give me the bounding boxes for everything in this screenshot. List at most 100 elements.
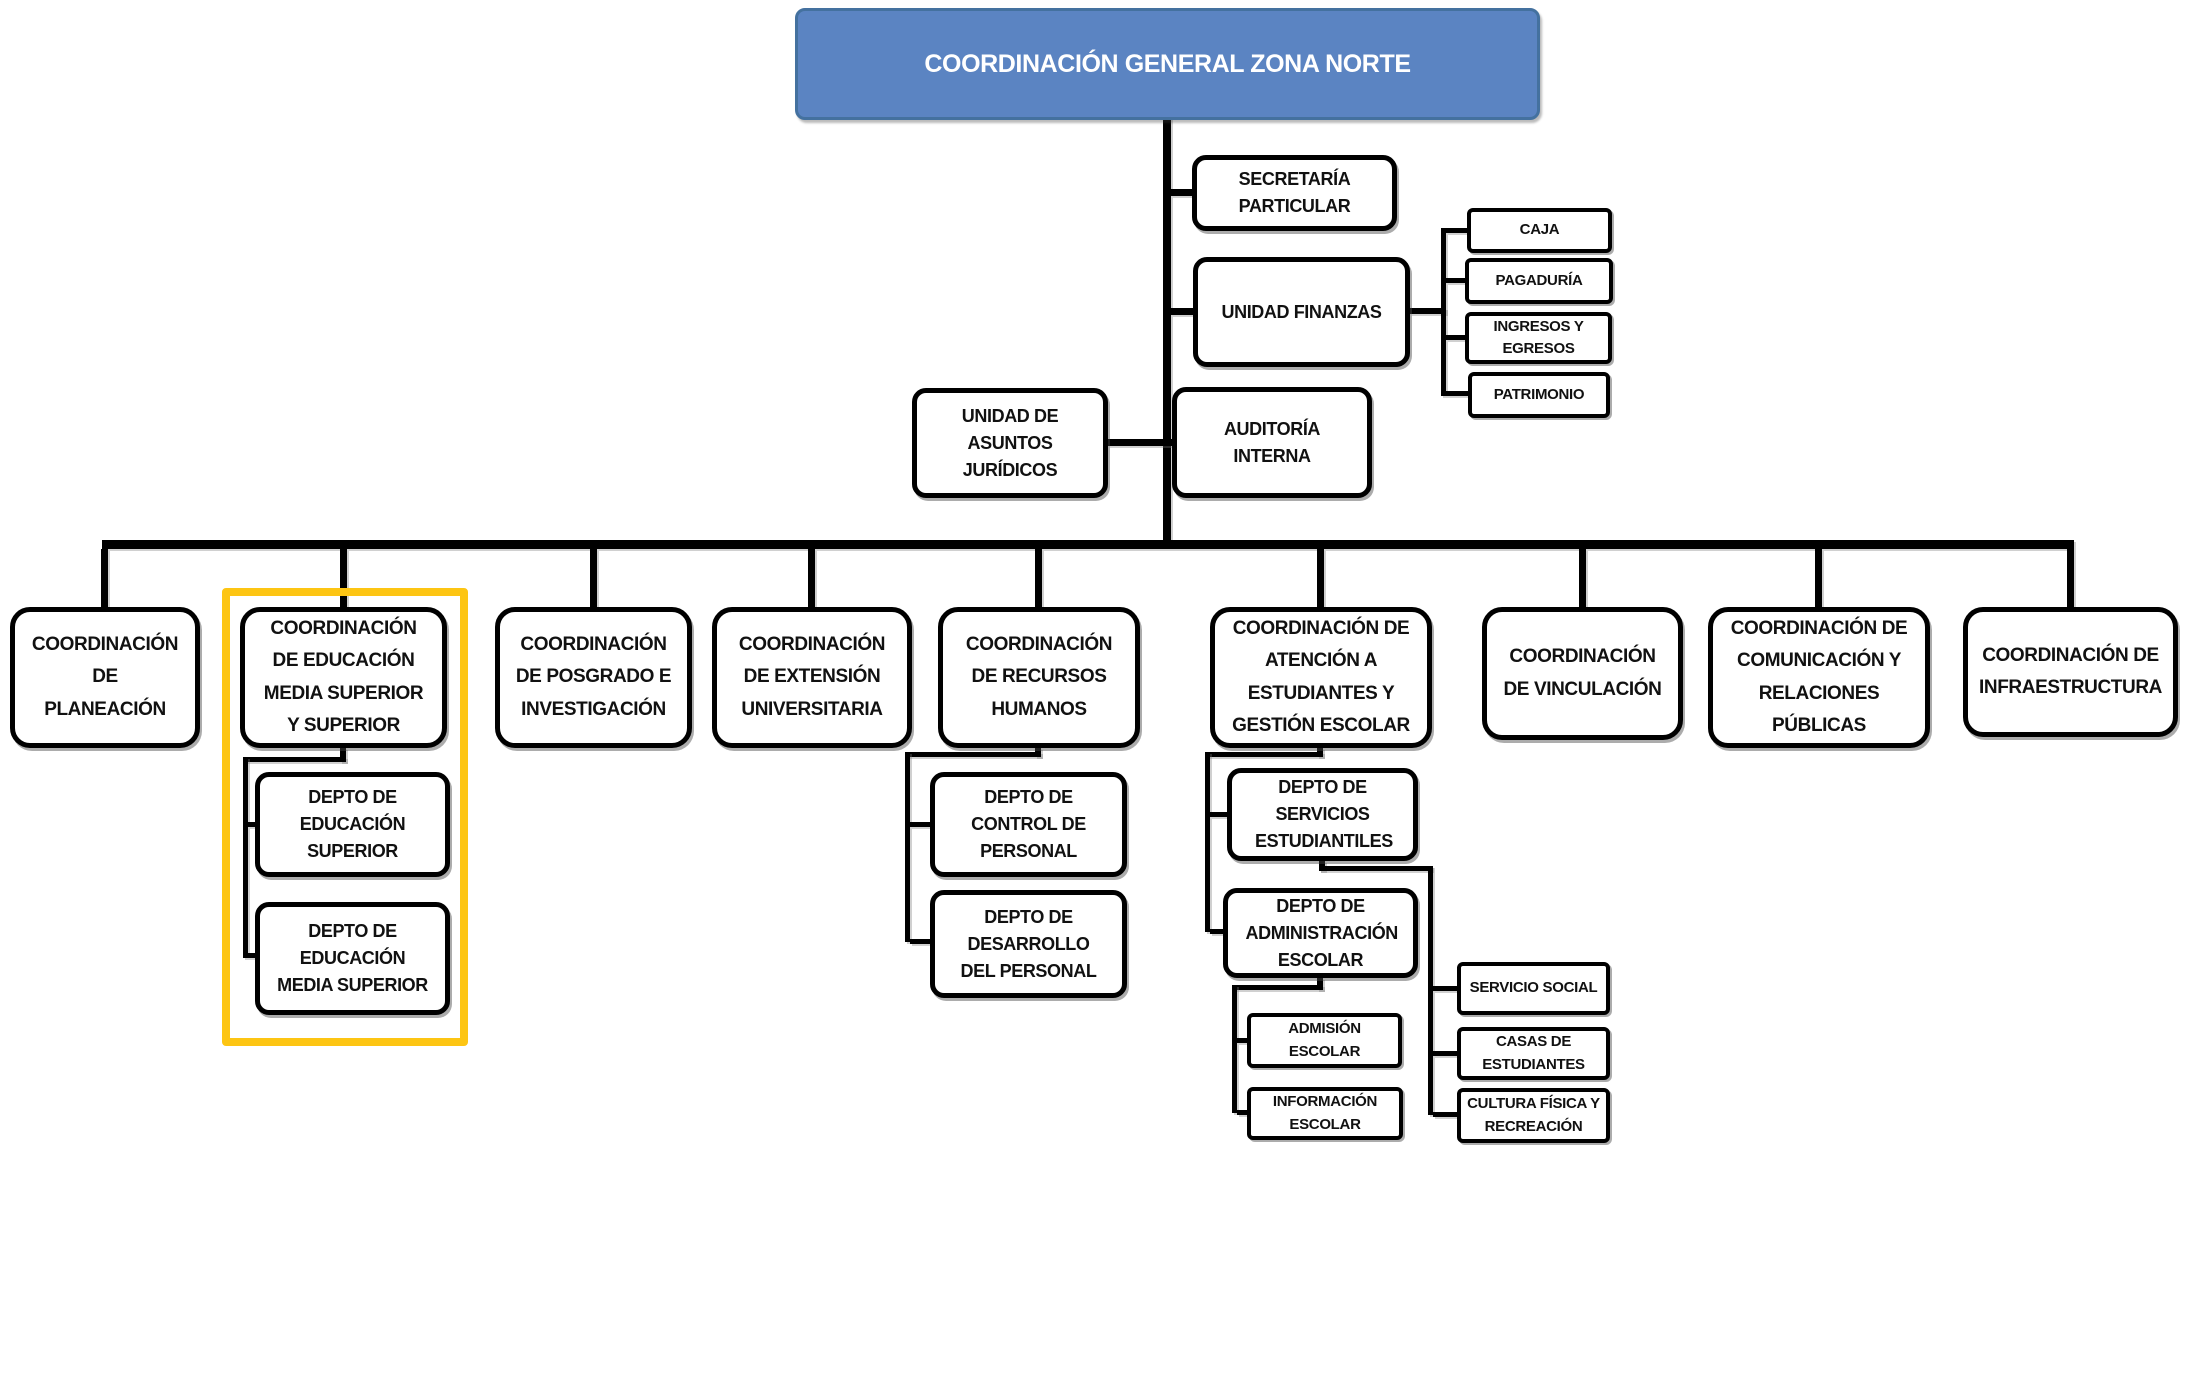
connector-stub-infraestructura — [2067, 549, 2074, 607]
node-label: CAJA — [1519, 221, 1560, 239]
connector-finanzas — [1171, 308, 1193, 315]
node-label: DEPTO DE SERVICIOS ESTUDIANTILES — [1255, 777, 1393, 851]
connector-educacion-h — [243, 757, 346, 762]
connector-recursos-h — [905, 752, 1041, 757]
node-depto-administracion-escolar: DEPTO DE ADMINISTRACIÓN ESCOLAR — [1223, 888, 1418, 978]
connector-servicios-right-v — [1428, 866, 1433, 1115]
node-unidad-finanzas: UNIDAD FINANZAS — [1193, 257, 1410, 367]
node-label: DEPTO DE EDUCACIÓN MEDIA SUPERIOR — [277, 921, 428, 995]
node-label: COORDINACIÓN DE EXTENSIÓN UNIVERSITARIA — [738, 634, 886, 720]
connector-educacion-v — [243, 757, 248, 958]
connector-edu-superior-stub — [248, 822, 255, 827]
connector-stub-educacion — [340, 549, 347, 607]
node-label: INFORMACIÓN ESCOLAR — [1272, 1093, 1378, 1133]
node-label: CASAS DE ESTUDIANTES — [1482, 1033, 1585, 1073]
connector-stub-planeacion — [101, 549, 108, 607]
node-secretaria-particular: SECRETARÍA PARTICULAR — [1192, 155, 1397, 231]
connector-servicios-stub — [1210, 812, 1227, 817]
node-depto-servicios-estudiantiles: DEPTO DE SERVICIOS ESTUDIANTILES — [1227, 768, 1418, 861]
connector-stub-comunicacion — [1815, 549, 1822, 607]
node-coordinacion-vinculacion: COORDINACIÓN DE VINCULACIÓN — [1482, 607, 1683, 740]
node-label: DEPTO DE CONTROL DE PERSONAL — [971, 787, 1086, 861]
connector-administracion-h — [1232, 985, 1323, 990]
connector-finanzas-bracket-v — [1441, 228, 1446, 396]
node-caja: CAJA — [1467, 208, 1612, 253]
node-label: AUDITORÍA INTERNA — [1223, 418, 1321, 466]
node-depto-control-personal: DEPTO DE CONTROL DE PERSONAL — [930, 772, 1127, 877]
connector-ingresos — [1446, 335, 1465, 340]
connector-secretaria — [1171, 189, 1192, 196]
connector-stub-vinculacion — [1579, 549, 1586, 607]
connector-control-stub — [910, 822, 930, 827]
node-label: DEPTO DE ADMINISTRACIÓN ESCOLAR — [1245, 895, 1399, 970]
node-label: COORDINACIÓN DE VINCULACIÓN — [1503, 646, 1662, 700]
node-coordinacion-recursos-humanos: COORDINACIÓN DE RECURSOS HUMANOS — [938, 607, 1140, 748]
node-coordinacion-planeacion: COORDINACIÓN DE PLANEACIÓN — [10, 607, 200, 748]
node-label: COORDINACIÓN DE PLANEACIÓN — [31, 634, 179, 720]
node-label: SERVICIO SOCIAL — [1469, 979, 1598, 997]
highlight-frame-educacion — [222, 588, 468, 1046]
node-pagaduria: PAGADURÍA — [1465, 258, 1613, 304]
node-depto-educacion-superior: DEPTO DE EDUCACIÓN SUPERIOR — [255, 772, 450, 877]
node-label: PAGADURÍA — [1495, 271, 1583, 289]
node-label: UNIDAD DE ASUNTOS JURÍDICOS — [961, 405, 1059, 480]
connector-atencion-v — [1205, 752, 1210, 932]
connector-servicio-social-stub — [1433, 986, 1457, 991]
node-ingresos-y-egresos: INGRESOS Y EGRESOS — [1465, 312, 1612, 364]
connector-desarrollo-stub — [910, 939, 930, 944]
node-label: COORDINACIÓN DE COMUNICACIÓN Y RELACIONE… — [1730, 617, 1908, 736]
connector-stub-recursos — [1035, 549, 1042, 607]
node-depto-desarrollo-personal: DEPTO DE DESARROLLO DEL PERSONAL — [930, 890, 1127, 998]
connector-atencion-h — [1205, 752, 1323, 757]
node-label: COORDINACIÓN DE POSGRADO E INVESTIGACIÓN — [515, 634, 672, 720]
node-informacion-escolar: INFORMACIÓN ESCOLAR — [1247, 1087, 1403, 1140]
node-label: INGRESOS Y EGRESOS — [1493, 317, 1584, 358]
connector-cultura-stub — [1433, 1112, 1457, 1117]
node-cultura-fisica-recreacion: CULTURA FÍSICA Y RECREACIÓN — [1457, 1088, 1610, 1143]
node-coordinacion-general-zona-norte: COORDINACIÓN GENERAL ZONA NORTE — [795, 8, 1540, 120]
node-coordinacion-comunicacion-relaciones: COORDINACIÓN DE COMUNICACIÓN Y RELACIONE… — [1708, 607, 1930, 748]
connector-juridicos-auditoria — [1108, 439, 1172, 446]
connector-caja — [1446, 228, 1467, 233]
node-label: COORDINACIÓN DE RECURSOS HUMANOS — [965, 634, 1113, 720]
node-label: PATRIMONIO — [1493, 385, 1585, 403]
connector-stub-atencion — [1317, 549, 1324, 607]
node-label: DEPTO DE EDUCACIÓN SUPERIOR — [299, 787, 406, 861]
node-coordinacion-atencion-estudiantes: COORDINACIÓN DE ATENCIÓN A ESTUDIANTES Y… — [1210, 607, 1432, 748]
node-label: COORDINACIÓN GENERAL ZONA NORTE — [924, 49, 1411, 78]
node-label: CULTURA FÍSICA Y RECREACIÓN — [1467, 1095, 1600, 1135]
connector-servicios-right-h — [1319, 866, 1432, 871]
node-casas-de-estudiantes: CASAS DE ESTUDIANTES — [1457, 1027, 1610, 1080]
node-label: ADMISIÓN ESCOLAR — [1288, 1020, 1361, 1060]
node-label: COORDINACIÓN DE INFRAESTRUCTURA — [1979, 644, 2162, 698]
node-unidad-asuntos-juridicos: UNIDAD DE ASUNTOS JURÍDICOS — [912, 388, 1108, 498]
node-label: SECRETARÍA PARTICULAR — [1238, 169, 1351, 216]
connector-stub-extension — [808, 549, 815, 607]
connector-administracion-stub — [1210, 929, 1223, 934]
connector-admision-stub — [1237, 1038, 1247, 1043]
connector-patrimonio — [1446, 391, 1468, 396]
connector-edu-media-stub — [248, 953, 255, 958]
node-admision-escolar: ADMISIÓN ESCOLAR — [1247, 1013, 1402, 1068]
node-coordinacion-educacion-media-superior: COORDINACIÓN DE EDUCACIÓN MEDIA SUPERIOR… — [240, 607, 447, 748]
connector-main-bar — [102, 540, 2074, 549]
connector-administracion-v — [1232, 985, 1237, 1113]
node-label: DEPTO DE DESARROLLO DEL PERSONAL — [960, 906, 1097, 981]
connector-informacion-stub — [1237, 1110, 1247, 1115]
connector-root-trunk — [1163, 118, 1171, 545]
connector-finanzas-bracket-h — [1410, 308, 1446, 314]
node-coordinacion-extension-universitaria: COORDINACIÓN DE EXTENSIÓN UNIVERSITARIA — [712, 607, 912, 748]
connector-casas-stub — [1433, 1051, 1457, 1056]
node-auditoria-interna: AUDITORÍA INTERNA — [1172, 387, 1372, 498]
connector-educacion-elbow — [340, 748, 346, 762]
node-label: COORDINACIÓN DE ATENCIÓN A ESTUDIANTES Y… — [1232, 617, 1410, 736]
node-coordinacion-posgrado-investigacion: COORDINACIÓN DE POSGRADO E INVESTIGACIÓN — [495, 607, 692, 748]
node-servicio-social: SERVICIO SOCIAL — [1457, 962, 1610, 1015]
connector-administracion-elbow — [1317, 978, 1323, 990]
node-label: UNIDAD FINANZAS — [1221, 301, 1382, 322]
connector-stub-posgrado — [590, 549, 597, 607]
node-depto-educacion-media-superior: DEPTO DE EDUCACIÓN MEDIA SUPERIOR — [255, 902, 450, 1015]
node-label: COORDINACIÓN DE EDUCACIÓN MEDIA SUPERIOR… — [263, 617, 424, 736]
connector-pagaduria — [1446, 278, 1465, 283]
